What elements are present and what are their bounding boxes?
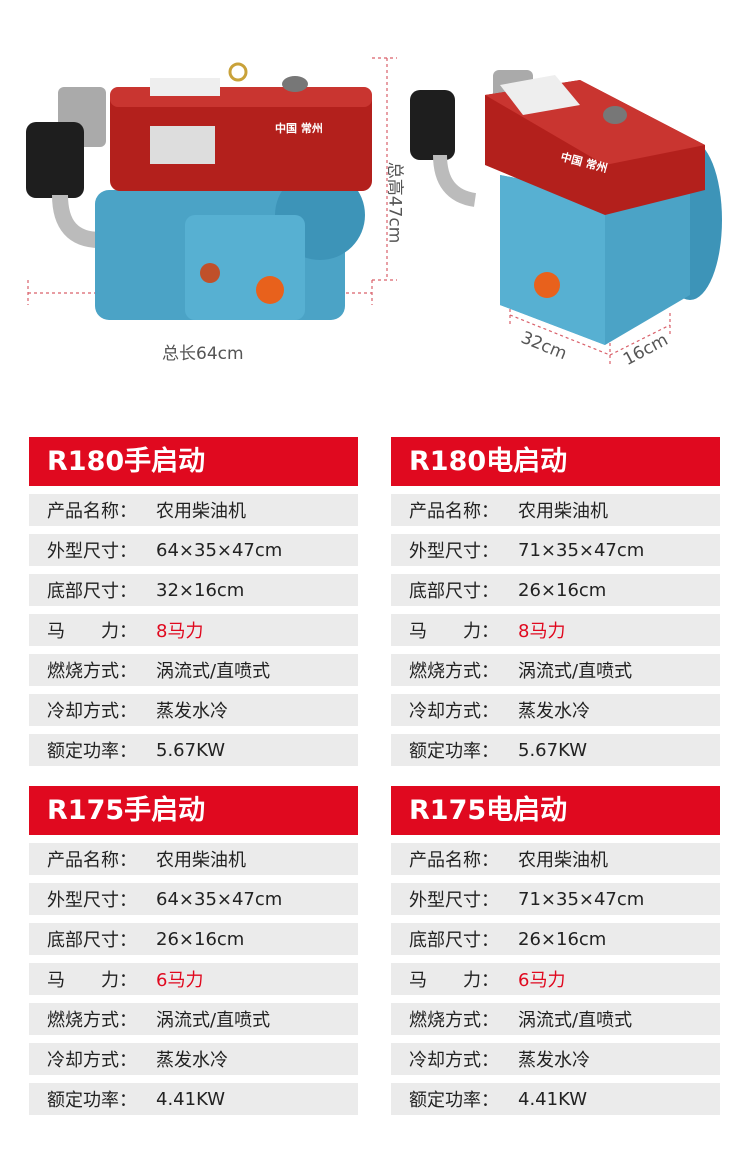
spec-value: 农用柴油机 xyxy=(156,850,246,871)
spec-value: 5.67KW xyxy=(518,739,588,761)
spec-row: 额定功率： 4.41KW xyxy=(29,1083,358,1115)
spec-label: 冷却方式： xyxy=(47,701,137,722)
spec-value: 64×35×47cm xyxy=(156,539,283,561)
length-label: 总长64cm xyxy=(162,344,244,364)
spec-label: 马 力： xyxy=(409,621,499,642)
spec-row: 马 力： 6马力 xyxy=(29,963,358,995)
spec-label: 产品名称： xyxy=(47,850,137,871)
spec-row: 冷却方式： 蒸发水冷 xyxy=(29,694,358,726)
spec-row: 燃烧方式： 涡流式/直喷式 xyxy=(391,654,720,686)
spec-value: 8马力 xyxy=(156,621,204,642)
spec-label: 底部尺寸： xyxy=(47,581,137,602)
dimension-lines xyxy=(27,57,397,305)
spec-label: 底部尺寸： xyxy=(47,930,137,951)
spec-label: 外型尺寸： xyxy=(409,541,499,562)
spec-label: 燃烧方式： xyxy=(409,661,499,682)
spec-row: 产品名称： 农用柴油机 xyxy=(391,843,720,875)
spec-value: 涡流式/直喷式 xyxy=(518,1010,633,1031)
spec-value: 4.41KW xyxy=(518,1088,588,1110)
spec-value: 农用柴油机 xyxy=(518,850,608,871)
spec-row: 马 力： 6马力 xyxy=(391,963,720,995)
spec-label: 马 力： xyxy=(47,621,137,642)
spec-value: 64×35×47cm xyxy=(156,888,283,910)
spec-value: 农用柴油机 xyxy=(156,501,246,522)
spec-row: 外型尺寸： 71×35×47cm xyxy=(391,534,720,566)
spec-value: 5.67KW xyxy=(156,739,226,761)
spec-value: 6马力 xyxy=(156,970,204,991)
spec-card: R180电启动产品名称： 农用柴油机外型尺寸： 71×35×47cm 底部尺寸： 26×… xyxy=(391,437,720,766)
spec-row: 外型尺寸： 71×35×47cm xyxy=(391,883,720,915)
spec-row: 额定功率： 4.41KW xyxy=(391,1083,720,1115)
spec-label: 产品名称： xyxy=(409,501,499,522)
spec-value: 蒸发水冷 xyxy=(156,1050,228,1071)
spec-value: 蒸发水冷 xyxy=(518,1050,590,1071)
spec-card-title: R175手启动 xyxy=(29,786,358,835)
spec-row: 产品名称： 农用柴油机 xyxy=(391,494,720,526)
spec-label: 额定功率： xyxy=(409,741,499,762)
spec-value: 蒸发水冷 xyxy=(156,701,228,722)
spec-label: 底部尺寸： xyxy=(409,581,499,602)
spec-value: 26×16cm xyxy=(156,928,245,950)
spec-row: 底部尺寸： 26×16cm xyxy=(391,923,720,955)
spec-row: 马 力： 8马力 xyxy=(391,614,720,646)
spec-label: 冷却方式： xyxy=(409,701,499,722)
spec-row: 燃烧方式： 涡流式/直喷式 xyxy=(29,654,358,686)
spec-value: 蒸发水冷 xyxy=(518,701,590,722)
spec-value: 8马力 xyxy=(518,621,566,642)
spec-label: 外型尺寸： xyxy=(47,890,137,911)
spec-value: 6马力 xyxy=(518,970,566,991)
spec-label: 额定功率： xyxy=(409,1090,499,1111)
spec-value: 32×16cm xyxy=(156,579,245,601)
spec-card: R175电启动产品名称： 农用柴油机外型尺寸： 71×35×47cm 底部尺寸： 26×… xyxy=(391,786,720,1115)
spec-value: 71×35×47cm xyxy=(518,539,645,561)
engine-front-image: 中国 常州 xyxy=(26,57,397,320)
spec-row: 产品名称： 农用柴油机 xyxy=(29,494,358,526)
height-label: 总高47cm xyxy=(384,161,405,244)
spec-row: 额定功率： 5.67KW xyxy=(29,734,358,766)
spec-row: 额定功率： 5.67KW xyxy=(391,734,720,766)
spec-row: 冷却方式： 蒸发水冷 xyxy=(391,694,720,726)
engine-brand-text: 中国 常州 xyxy=(275,121,323,135)
spec-card-title: R180电启动 xyxy=(391,437,720,486)
spec-card: R175手启动产品名称： 农用柴油机外型尺寸： 64×35×47cm 底部尺寸： 26×… xyxy=(29,786,358,1115)
spec-row: 外型尺寸： 64×35×47cm xyxy=(29,883,358,915)
spec-label: 冷却方式： xyxy=(47,1050,137,1071)
spec-row: 马 力： 8马力 xyxy=(29,614,358,646)
spec-value: 26×16cm xyxy=(518,579,607,601)
spec-label: 燃烧方式： xyxy=(409,1010,499,1031)
spec-row: 底部尺寸： 32×16cm xyxy=(29,574,358,606)
spec-value: 涡流式/直喷式 xyxy=(156,1010,271,1031)
spec-label: 产品名称： xyxy=(47,501,137,522)
spec-row: 外型尺寸： 64×35×47cm xyxy=(29,534,358,566)
spec-value: 农用柴油机 xyxy=(518,501,608,522)
spec-card-title: R175电启动 xyxy=(391,786,720,835)
spec-label: 产品名称： xyxy=(409,850,499,871)
spec-value: 4.41KW xyxy=(156,1088,226,1110)
spec-label: 燃烧方式： xyxy=(47,1010,137,1031)
engine-angle-image: 中国 常州 xyxy=(410,70,722,367)
spec-card-title: R180手启动 xyxy=(29,437,358,486)
spec-label: 马 力： xyxy=(47,970,137,991)
spec-label: 外型尺寸： xyxy=(47,541,137,562)
spec-row: 冷却方式： 蒸发水冷 xyxy=(391,1043,720,1075)
spec-label: 马 力： xyxy=(409,970,499,991)
spec-value: 26×16cm xyxy=(518,928,607,950)
spec-value: 71×35×47cm xyxy=(518,888,645,910)
spec-row: 冷却方式： 蒸发水冷 xyxy=(29,1043,358,1075)
spec-row: 燃烧方式： 涡流式/直喷式 xyxy=(29,1003,358,1035)
spec-label: 额定功率： xyxy=(47,1090,137,1111)
spec-row: 燃烧方式： 涡流式/直喷式 xyxy=(391,1003,720,1035)
spec-label: 冷却方式： xyxy=(409,1050,499,1071)
spec-value: 涡流式/直喷式 xyxy=(156,661,271,682)
spec-row: 底部尺寸： 26×16cm xyxy=(29,923,358,955)
spec-label: 额定功率： xyxy=(47,741,137,762)
spec-value: 涡流式/直喷式 xyxy=(518,661,633,682)
spec-label: 燃烧方式： xyxy=(47,661,137,682)
spec-row: 底部尺寸： 26×16cm xyxy=(391,574,720,606)
spec-card: R180手启动产品名称： 农用柴油机外型尺寸： 64×35×47cm 底部尺寸： 32×… xyxy=(29,437,358,766)
spec-label: 底部尺寸： xyxy=(409,930,499,951)
spec-row: 产品名称： 农用柴油机 xyxy=(29,843,358,875)
spec-label: 外型尺寸： xyxy=(409,890,499,911)
